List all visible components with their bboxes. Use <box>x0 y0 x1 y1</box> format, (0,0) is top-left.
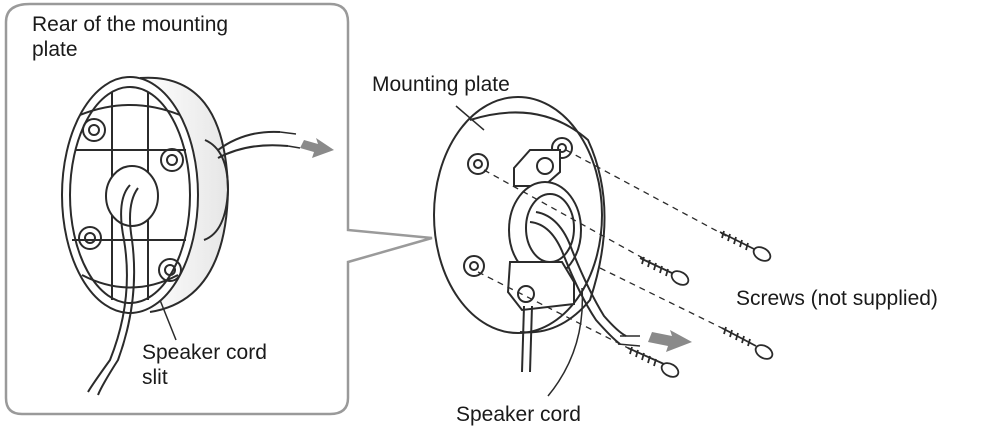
pull-direction-arrow-2 <box>648 330 692 352</box>
label-speaker-cord: Speaker cord <box>456 403 581 426</box>
label-slit-line-1: Speaker cord <box>142 341 267 364</box>
screw-2 <box>639 256 690 286</box>
label-mounting-plate: Mounting plate <box>372 73 510 96</box>
label-rear-line-2: plate <box>32 38 78 61</box>
rear-plate-illustration <box>61 76 301 396</box>
front-plate-illustration <box>433 96 641 397</box>
label-rear-line-1: Rear of the mounting <box>32 13 229 36</box>
label-screws: Screws (not supplied) <box>736 287 938 310</box>
label-rear-of-mounting-plate: Rear of the mounting plate <box>32 12 228 62</box>
screw-4 <box>627 346 680 378</box>
label-speaker-cord-slit: Speaker cord slit <box>142 340 267 390</box>
screw-1 <box>719 230 772 262</box>
screw-3 <box>721 326 774 360</box>
pull-direction-arrow-1 <box>300 138 334 158</box>
label-slit-line-2: slit <box>142 366 168 389</box>
screw-guides <box>477 149 731 353</box>
screws <box>627 230 774 378</box>
rear-view-callout <box>4 2 433 416</box>
